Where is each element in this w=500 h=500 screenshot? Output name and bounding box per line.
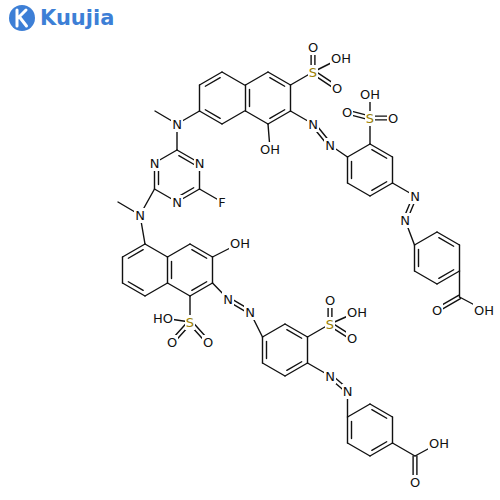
ring-bond — [222, 111, 245, 124]
atom-label: OH — [359, 87, 381, 102]
ring-bond — [168, 244, 191, 257]
aromatic-inner-bond — [192, 250, 207, 259]
atom-label: O — [409, 475, 421, 490]
ring-bond — [145, 244, 168, 257]
atom-label: O — [387, 111, 399, 126]
atom-label: N — [149, 156, 161, 171]
ring-bond — [414, 245, 415, 271]
aromatic-inner-bond — [351, 161, 352, 178]
aromatic-inner-bond — [128, 250, 143, 259]
ring-bond — [212, 257, 213, 283]
ring-bond — [222, 72, 245, 85]
atom-label: N — [244, 305, 256, 320]
ring-bond — [348, 183, 371, 196]
ring-bond — [199, 85, 200, 111]
aromatic-inner-bond — [270, 78, 285, 87]
bond-line — [393, 443, 416, 456]
ring-bond — [348, 144, 371, 157]
ring-bond — [245, 85, 246, 111]
atom-label: N — [342, 384, 354, 399]
atom-label: F — [217, 195, 226, 210]
aromatic-inner-bond — [128, 282, 143, 291]
aromatic-inner-bond — [270, 110, 285, 119]
atom-label: N — [171, 195, 183, 210]
atom-label: N — [399, 213, 411, 228]
ring-bond — [307, 337, 308, 363]
ring-bond — [392, 157, 393, 183]
aromatic-inner-bond — [287, 362, 302, 371]
atom-label: N — [222, 292, 234, 307]
atom-label: S — [185, 315, 195, 330]
atom-label: O — [307, 40, 319, 55]
ring-bond — [263, 324, 286, 337]
atom-label: N — [324, 369, 336, 384]
atom-label: N — [171, 117, 183, 132]
logo-mark — [17, 10, 27, 26]
atom-label: OH — [473, 303, 495, 318]
atom-label: O — [431, 303, 443, 318]
atom-label: N — [307, 117, 319, 132]
ring-bond — [246, 72, 269, 85]
atom-label: OH — [346, 305, 368, 320]
atom-label: O — [166, 335, 178, 350]
ring-bond — [290, 85, 291, 111]
ring-bond — [246, 111, 269, 124]
bond-line — [459, 271, 460, 297]
atom-label: OH — [330, 51, 352, 66]
atom-label: S — [365, 111, 375, 126]
atom-label: N — [194, 156, 206, 171]
aromatic-inner-bond — [351, 421, 352, 438]
atom-label: O — [346, 331, 358, 346]
ring-bond — [145, 283, 168, 296]
aromatic-inner-bond — [439, 270, 454, 279]
aromatic-inner-bond — [372, 150, 387, 159]
ring-bond — [348, 404, 371, 417]
ring-bond — [168, 283, 191, 296]
aromatic-inner-bond — [287, 330, 302, 339]
atom-label: S — [308, 65, 318, 80]
atom-label: O — [324, 293, 336, 308]
ring-bond — [263, 363, 286, 376]
atom-label: OH — [259, 142, 281, 157]
ring-bond — [392, 417, 393, 443]
atom-label: HO — [152, 311, 174, 326]
atom-label: N — [324, 138, 336, 153]
ring-bond — [122, 257, 123, 283]
aromatic-inner-bond — [205, 110, 220, 119]
aromatic-inner-bond — [439, 238, 454, 247]
aromatic-inner-bond — [418, 249, 419, 266]
aromatic-inner-bond — [205, 78, 220, 87]
ring-bond — [262, 337, 263, 363]
atom-label: O — [202, 335, 214, 350]
atom-label: OH — [229, 236, 251, 251]
atom-label: S — [325, 317, 335, 332]
logo-text: Kuujia — [40, 8, 114, 29]
aromatic-inner-bond — [372, 442, 387, 451]
aromatic-inner-bond — [372, 410, 387, 419]
aromatic-inner-bond — [179, 156, 194, 165]
ring-bond — [348, 443, 371, 456]
aromatic-inner-bond — [372, 182, 387, 191]
ring-bond — [347, 157, 348, 183]
atom-label: O — [331, 81, 343, 96]
aromatic-inner-bond — [249, 89, 250, 106]
ring-bond — [415, 232, 438, 245]
atom-label: OH — [428, 436, 450, 451]
aromatic-inner-bond — [171, 261, 172, 278]
aromatic-inner-bond — [266, 341, 267, 358]
aromatic-inner-bond — [192, 282, 207, 291]
ring-bond — [347, 417, 348, 443]
logo-circle — [9, 5, 35, 31]
atom-label: N — [134, 208, 146, 223]
atom-label: N — [409, 189, 421, 204]
ring-bond — [459, 245, 460, 271]
atom-label: O — [341, 105, 353, 120]
ring-bond — [167, 257, 168, 283]
ring-bond — [415, 271, 438, 284]
